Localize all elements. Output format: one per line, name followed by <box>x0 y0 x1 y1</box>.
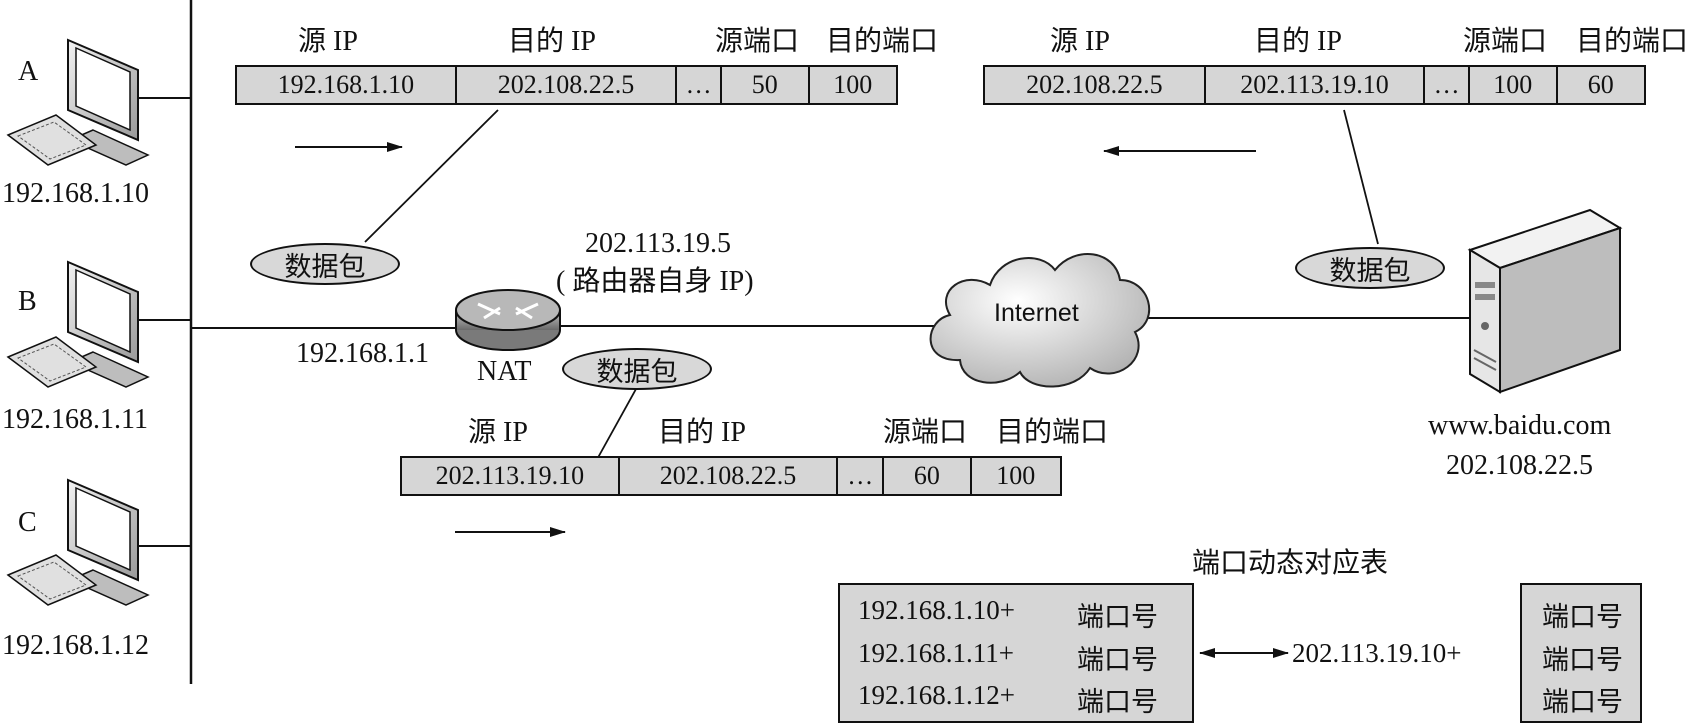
packet-dst-port: 100 <box>833 70 873 99</box>
header-dst-ip: 目的 IP <box>658 417 746 448</box>
packet-src-port: 100 <box>1470 67 1558 103</box>
packet-src-port: 60 <box>884 458 972 494</box>
host-b-letter: B <box>18 286 37 317</box>
header-src-ip: 源 IP <box>298 26 358 57</box>
header-src-ip: 源 IP <box>468 417 528 448</box>
header-dst-port: 目的端口 <box>996 417 1109 448</box>
packet-dst-port: 100 <box>996 461 1036 490</box>
port-table-left: 192.168.1.10+ 端口号 192.168.1.11+ 端口号 192.… <box>838 583 1194 723</box>
router-public-ip: 202.113.19.5 <box>585 228 731 259</box>
packet-bubble-left: 数据包 <box>250 243 400 285</box>
port-table-left-ip: 192.168.1.11+ <box>858 638 1014 668</box>
header-src-ip: 源 IP <box>1050 26 1110 57</box>
host-a-letter: A <box>18 56 39 87</box>
packet-src-port: 50 <box>722 67 810 103</box>
packet-dst-ip: 202.108.22.5 <box>620 458 839 494</box>
port-table-left-port: 端口号 <box>1077 602 1158 632</box>
port-table-right-port: 端口号 <box>1542 602 1623 632</box>
host-c-ip: 192.168.1.12 <box>2 630 149 661</box>
server-domain: www.baidu.com <box>1428 410 1612 441</box>
packet-bubble-bottom: 数据包 <box>562 348 712 390</box>
router-icon <box>455 289 561 351</box>
bubble-pointer-left <box>364 109 499 243</box>
port-table-left-port: 端口号 <box>1077 687 1158 717</box>
packet-bottom: 202.113.19.10 202.108.22.5 … 60 100 <box>400 456 1062 496</box>
server-ip: 202.108.22.5 <box>1446 450 1593 481</box>
packet-ellipsis: … <box>1425 67 1471 103</box>
packet-dst-port: 60 <box>1587 70 1614 99</box>
port-table-left-ip: 192.168.1.10+ <box>858 595 1015 625</box>
packet-src-ip: 192.168.1.10 <box>237 67 457 103</box>
header-dst-ip: 目的 IP <box>1254 26 1342 57</box>
packet-top-left: 192.168.1.10 202.108.22.5 … 50 100 <box>235 65 898 105</box>
port-table-right: 端口号 端口号 端口号 <box>1520 583 1642 723</box>
packet-bubble-right: 数据包 <box>1295 247 1445 289</box>
cloud-icon <box>929 253 1151 388</box>
server-icon <box>1467 208 1623 394</box>
packet-src-ip: 202.113.19.10 <box>402 458 620 494</box>
computer-icon-c <box>6 478 150 606</box>
bubble-pointer-right <box>1343 109 1379 245</box>
port-table-left-ip: 192.168.1.12+ <box>858 680 1015 710</box>
header-src-port: 源端口 <box>883 417 968 448</box>
router-label: NAT <box>477 356 532 387</box>
router-lan-ip: 192.168.1.1 <box>296 338 429 369</box>
packet-src-ip: 202.108.22.5 <box>985 67 1206 103</box>
mapped-public-ip: 202.113.19.10+ <box>1292 638 1462 668</box>
port-table-left-port: 端口号 <box>1077 645 1158 675</box>
port-table-title: 端口动态对应表 <box>1192 548 1389 579</box>
host-a-ip: 192.168.1.10 <box>2 178 149 209</box>
port-table-right-port: 端口号 <box>1542 645 1623 675</box>
header-src-port: 源端口 <box>1463 26 1548 57</box>
packet-ellipsis: … <box>838 458 885 494</box>
header-dst-port: 目的端口 <box>826 26 939 57</box>
header-dst-ip: 目的 IP <box>508 26 596 57</box>
router-public-ip-note: ( 路由器自身 IP) <box>556 266 754 297</box>
packet-dst-ip: 202.108.22.5 <box>457 67 678 103</box>
packet-ellipsis: … <box>677 67 723 103</box>
packet-top-right: 202.108.22.5 202.113.19.10 … 100 60 <box>983 65 1646 105</box>
header-dst-port: 目的端口 <box>1576 26 1689 57</box>
computer-icon-b <box>6 260 150 388</box>
computer-icon-a <box>6 38 150 166</box>
host-b-ip: 192.168.1.11 <box>2 404 148 435</box>
bubble-pointer-bottom <box>594 388 637 464</box>
packet-dst-ip: 202.113.19.10 <box>1206 67 1426 103</box>
port-table-right-port: 端口号 <box>1542 687 1623 717</box>
header-src-port: 源端口 <box>715 26 800 57</box>
host-c-letter: C <box>18 507 37 538</box>
cloud-label: Internet <box>994 299 1079 327</box>
